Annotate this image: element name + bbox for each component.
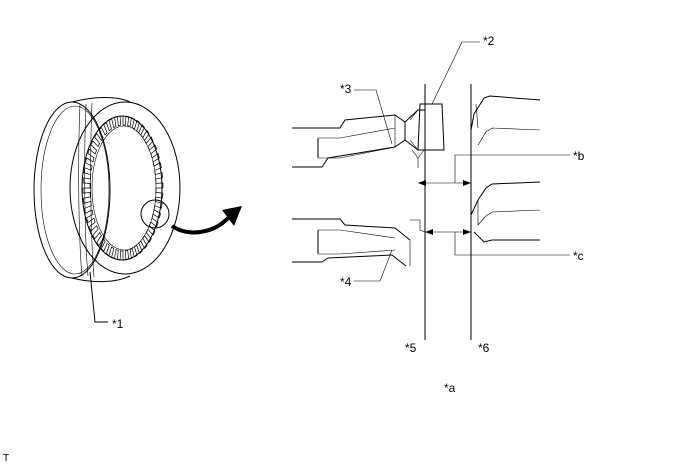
leader-1 <box>89 271 108 323</box>
label-5: *5 <box>405 341 417 355</box>
dimension-b <box>418 154 570 186</box>
label-2: *2 <box>483 34 495 48</box>
sleeve-ring <box>33 97 181 283</box>
label-c: *c <box>573 249 584 263</box>
label-3: *3 <box>340 82 352 96</box>
magnify-circle <box>140 199 170 229</box>
curved-arrow <box>170 206 242 235</box>
dimension-c <box>425 229 570 256</box>
leader-3 <box>354 89 393 145</box>
spline-teeth <box>82 115 164 261</box>
leader-2 <box>431 41 480 105</box>
spline-teeth-outline <box>82 115 164 261</box>
corner-mark: T <box>3 453 9 464</box>
label-1: *1 <box>112 317 124 331</box>
upper-tooth <box>292 109 426 168</box>
label-b: *b <box>573 149 585 163</box>
leader-4 <box>354 249 393 282</box>
key-block <box>411 103 445 168</box>
mating-teeth <box>470 95 541 243</box>
label-4: *4 <box>340 275 352 289</box>
label-6: *6 <box>478 341 490 355</box>
lower-tooth <box>292 218 426 267</box>
caption-label: *a <box>444 381 456 395</box>
